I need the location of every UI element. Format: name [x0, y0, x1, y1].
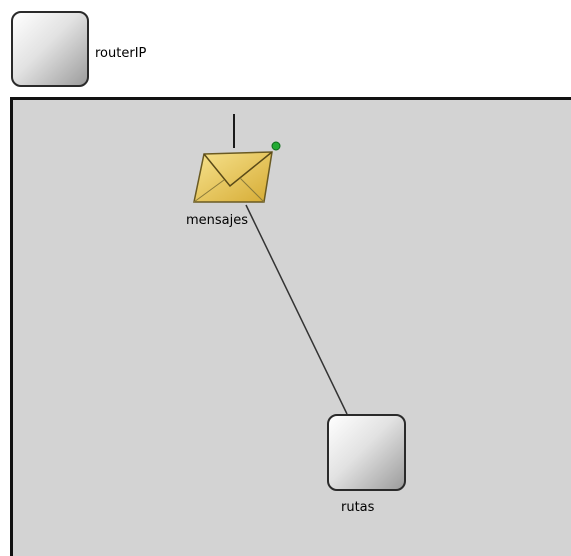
rutas-label: rutas	[341, 500, 375, 515]
envelope-icon[interactable]	[190, 140, 286, 208]
router-module-icon[interactable]	[11, 11, 89, 87]
router-module-label: routerIP	[95, 46, 147, 61]
submodule-area	[10, 97, 571, 556]
rutas-module-icon[interactable]	[327, 414, 406, 491]
mensajes-label: mensajes	[186, 213, 249, 228]
status-dot-icon	[271, 141, 281, 151]
